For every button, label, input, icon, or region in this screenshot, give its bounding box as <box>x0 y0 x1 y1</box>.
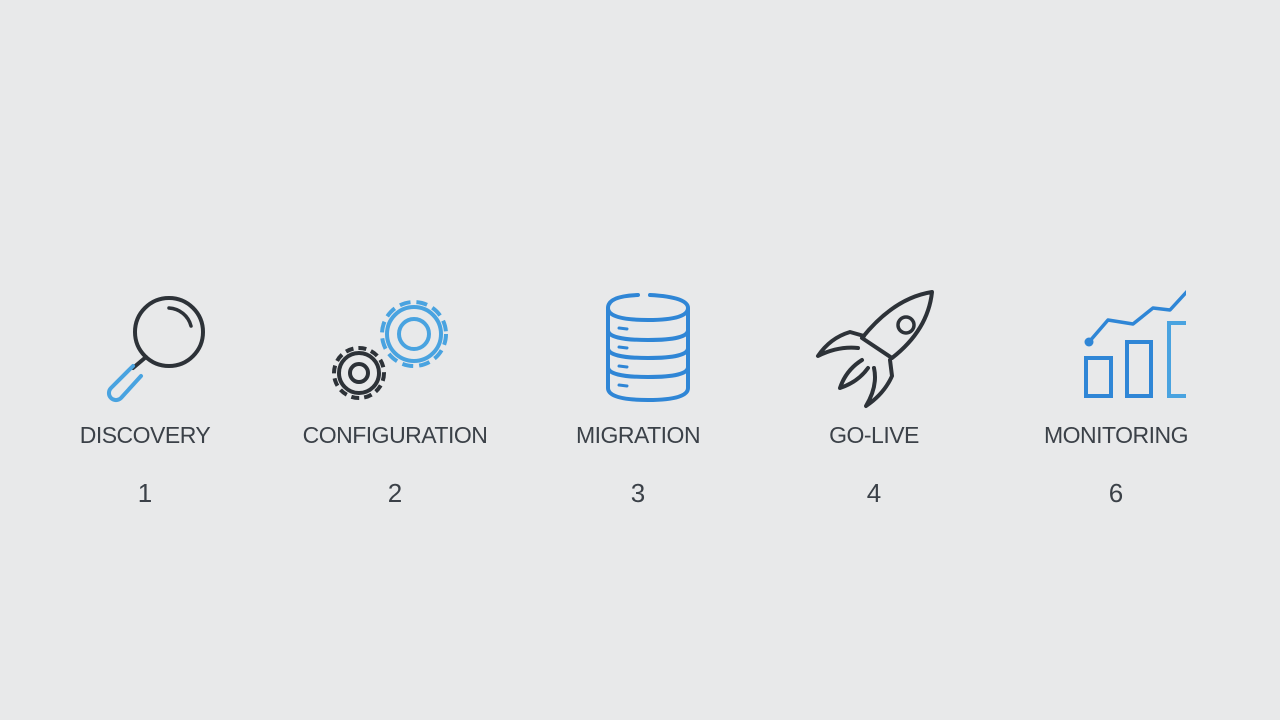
small-gear-icon <box>332 346 386 400</box>
step-number: 1 <box>137 478 153 508</box>
bar-chart-trend-icon <box>1046 280 1186 410</box>
step-configuration: CONFIGURATION 2 <box>275 280 515 520</box>
step-label: GO-LIVE <box>829 422 919 448</box>
step-number: 2 <box>387 478 403 508</box>
rocket-icon <box>804 280 944 410</box>
gears-icon <box>325 280 465 410</box>
step-label: CONFIGURATION <box>302 422 488 448</box>
step-number: 6 <box>1108 478 1124 508</box>
step-monitoring: MONITORING 6 <box>996 280 1236 520</box>
step-number: 3 <box>630 478 646 508</box>
magnifying-glass-icon <box>75 280 215 410</box>
step-label: MONITORING <box>1043 422 1189 448</box>
large-gear-icon <box>380 300 448 368</box>
step-migration: MIGRATION 3 <box>518 280 758 520</box>
database-icon <box>568 280 708 410</box>
step-discovery: DISCOVERY 1 <box>25 280 265 520</box>
step-label: DISCOVERY <box>79 422 211 448</box>
step-go-live: GO-LIVE 4 <box>754 280 994 520</box>
step-number: 4 <box>866 478 882 508</box>
step-label: MIGRATION <box>575 422 701 448</box>
